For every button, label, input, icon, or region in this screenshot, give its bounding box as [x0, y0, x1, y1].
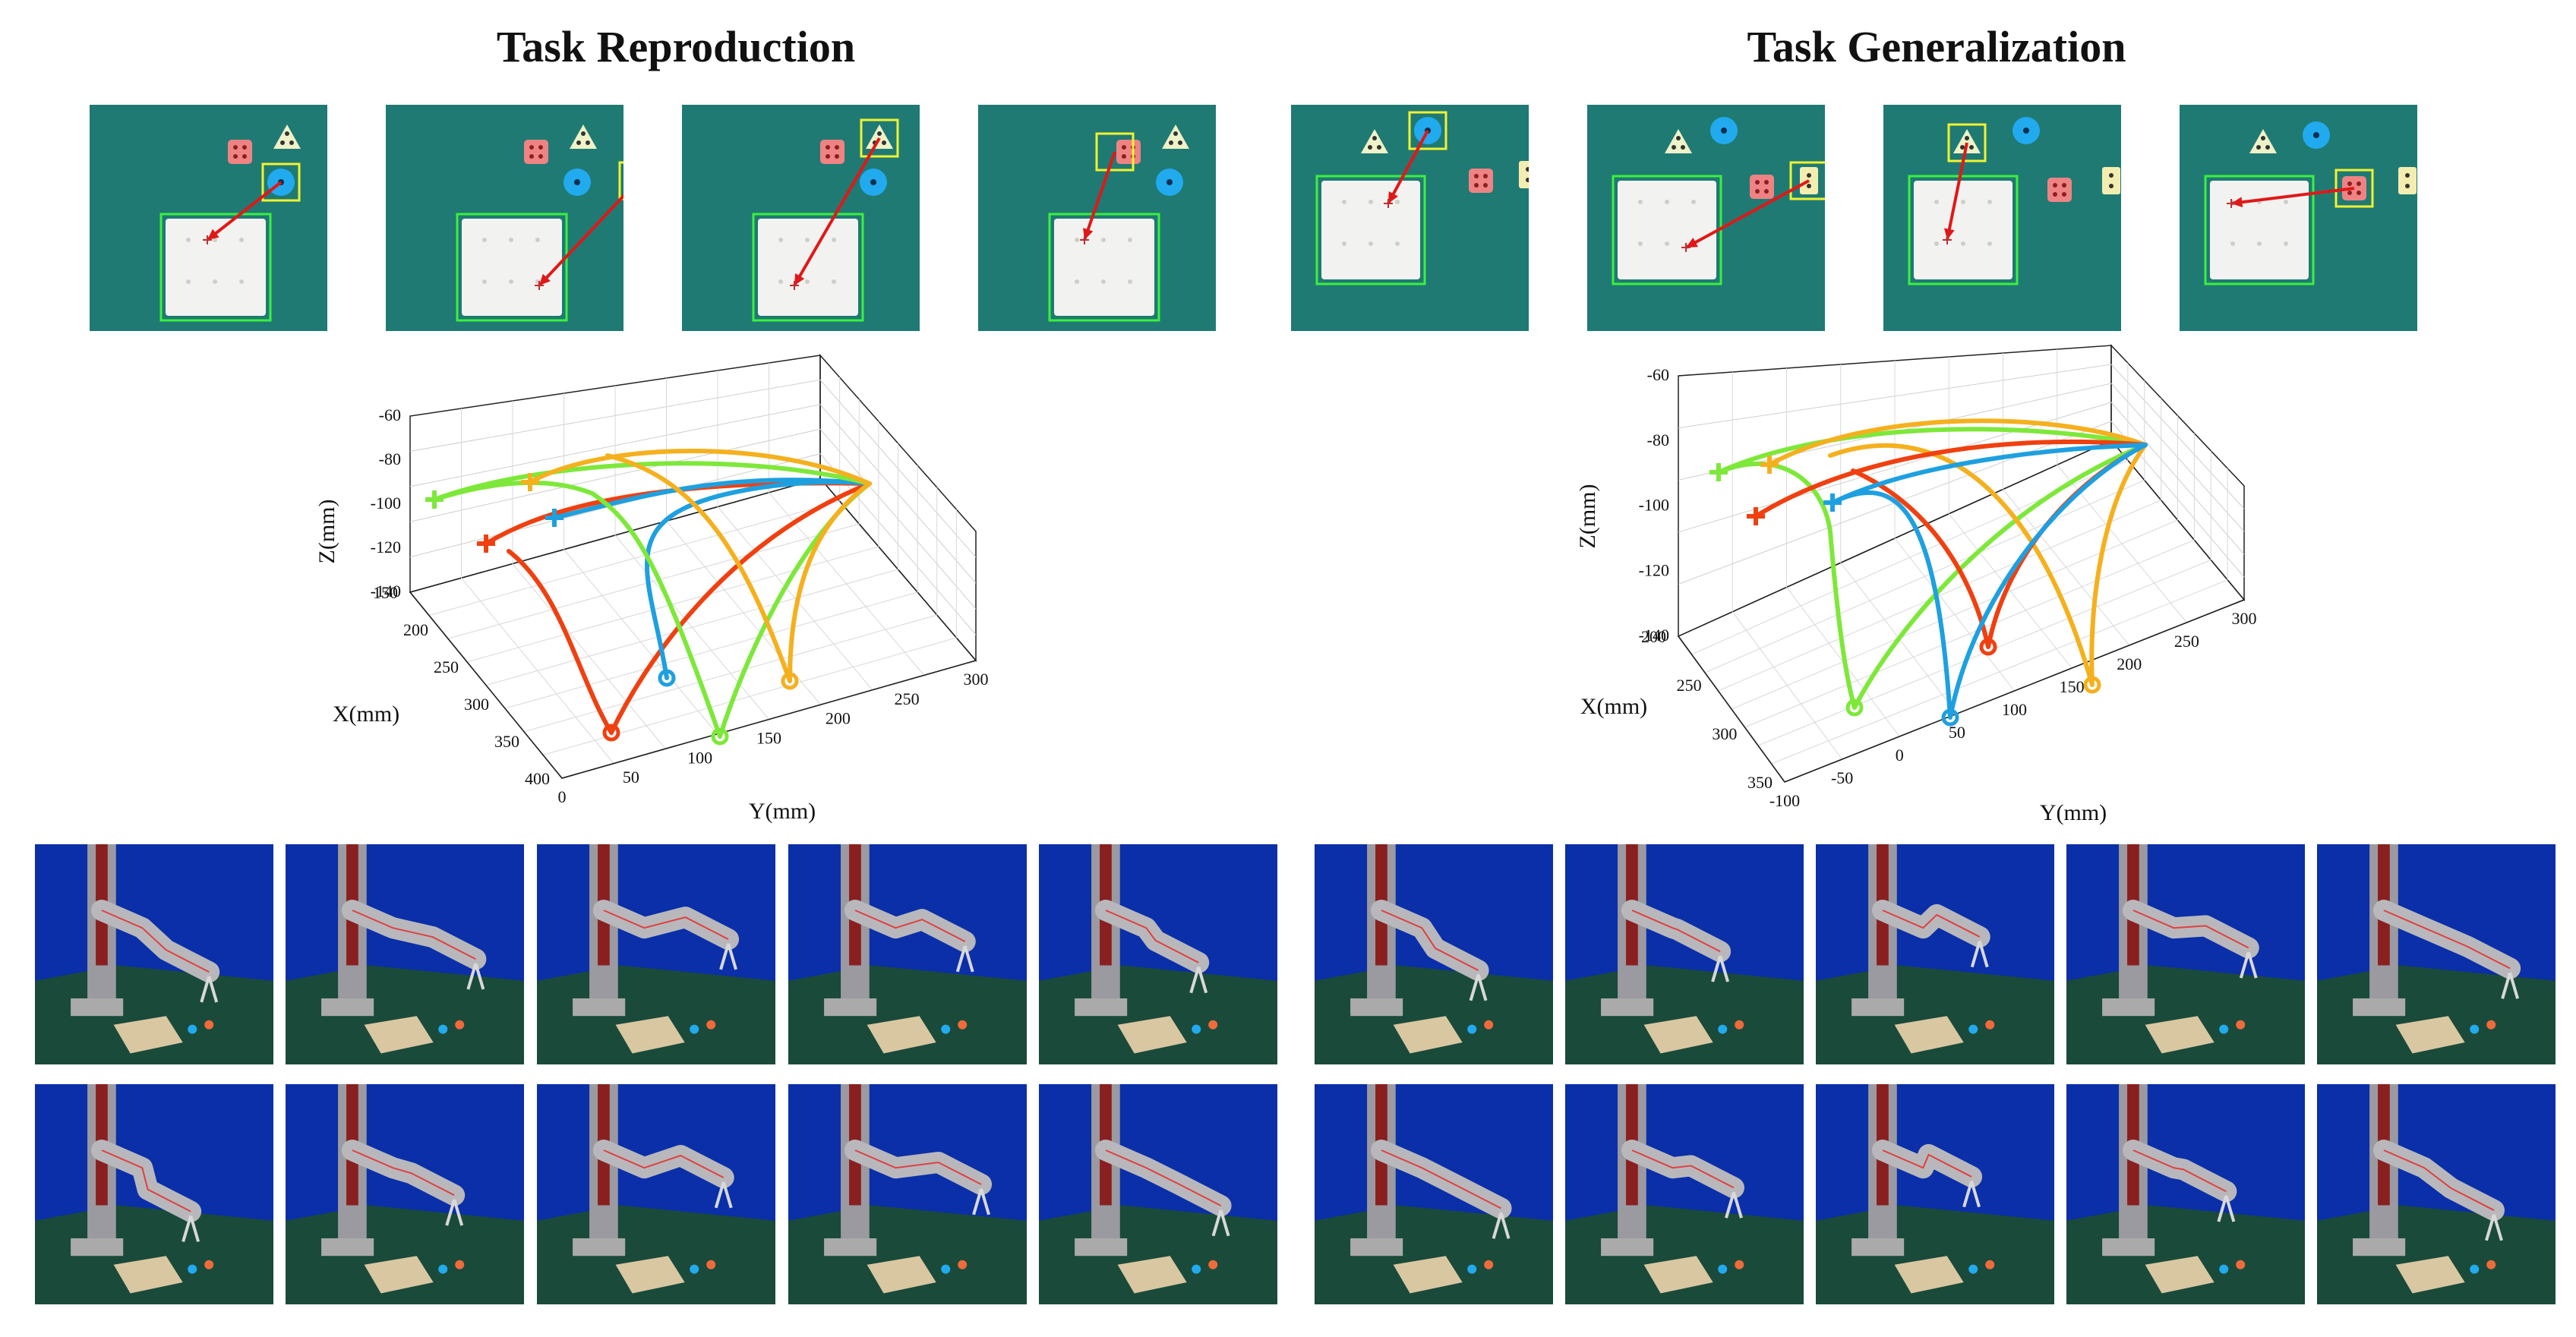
x-tick-label: 300	[1712, 724, 1737, 743]
end-marker	[1941, 708, 1959, 727]
x-tick-label: 350	[494, 732, 519, 751]
start-marker	[1760, 456, 1779, 474]
end-marker	[2083, 676, 2101, 694]
robot-frame	[2066, 844, 2305, 1064]
y-axis-label: Y(mm)	[749, 799, 816, 824]
start-marker	[425, 490, 444, 509]
robot-frame	[2317, 1084, 2555, 1304]
x-tick-label: 200	[1641, 627, 1666, 646]
top-view-frame	[2180, 105, 2417, 331]
start-marker	[1709, 463, 1728, 481]
robot-frame	[1565, 1084, 1804, 1304]
robot-frame	[1315, 844, 1553, 1064]
y-tick-label: 100	[2002, 700, 2027, 719]
robot-frame	[1565, 844, 1804, 1064]
y-tick-label: 200	[826, 709, 851, 728]
title-task-generalization: Task Generalization	[1747, 22, 2126, 71]
top-view-frame	[386, 105, 623, 331]
trajectory-line	[528, 449, 872, 683]
z-tick-label: -80	[379, 449, 401, 468]
x-tick-label: 150	[373, 583, 398, 602]
end-marker	[1845, 698, 1864, 717]
top-view-frame	[1587, 105, 1825, 331]
x-tick-label: 250	[1677, 676, 1702, 695]
end-marker	[1979, 638, 1997, 656]
end-marker	[781, 672, 799, 690]
y-tick-label: 50	[1949, 723, 1965, 742]
start-marker	[1823, 493, 1842, 512]
x-axis-label: X(mm)	[333, 702, 399, 727]
start-marker	[521, 473, 539, 491]
z-axis-label: Z(mm)	[314, 500, 339, 564]
robot-frame	[1816, 1084, 2054, 1304]
z-tick-label: -120	[1639, 560, 1669, 579]
x-tick-label: 300	[464, 695, 489, 714]
z-tick-label: -60	[1647, 365, 1669, 384]
y-tick-label: 250	[895, 689, 920, 708]
y-tick-label: -50	[1831, 768, 1853, 787]
robot-frame	[35, 844, 273, 1064]
robot-frame	[286, 1084, 524, 1304]
x-axis-label: X(mm)	[1580, 694, 1647, 719]
x-tick-label: 200	[403, 620, 428, 639]
y-tick-label: 300	[2232, 609, 2257, 628]
y-tick-label: -100	[1769, 791, 1800, 810]
end-marker	[658, 669, 676, 687]
y-tick-label: 200	[2117, 654, 2142, 673]
top-view-frame	[682, 105, 920, 331]
robot-frame	[1039, 844, 1277, 1064]
x-tick-label: 400	[525, 769, 550, 788]
y-tick-label: 0	[558, 787, 567, 806]
robot-frame	[537, 844, 775, 1064]
y-tick-label: 150	[756, 729, 781, 748]
end-marker	[711, 727, 729, 746]
robot-frame	[537, 1084, 775, 1304]
x-tick-label: 250	[434, 657, 459, 676]
title-task-reproduction: Task Reproduction	[496, 22, 856, 71]
z-tick-label: -100	[1639, 496, 1669, 515]
z-axis-label: Z(mm)	[1580, 484, 1600, 549]
z-tick-label: -100	[371, 493, 401, 512]
robot-frame	[35, 1084, 273, 1304]
z-tick-label: -60	[379, 405, 401, 424]
z-tick-label: -140	[1639, 626, 1669, 645]
robot-frame	[2317, 844, 2555, 1064]
y-tick-label: 250	[2174, 632, 2199, 651]
start-marker	[477, 534, 495, 553]
end-marker	[602, 724, 620, 742]
y-tick-label: 100	[687, 748, 712, 767]
trajectory-line	[484, 481, 872, 735]
start-marker	[1747, 507, 1765, 525]
y-tick-label: 0	[1896, 746, 1904, 765]
y-tick-label: 300	[964, 670, 989, 689]
top-view-frame	[1883, 105, 2121, 331]
robot-frame	[286, 844, 524, 1064]
trajectory-line	[1767, 418, 2148, 687]
y-tick-label: 150	[2060, 677, 2085, 696]
z-tick-label: -140	[371, 582, 401, 601]
x-tick-label: 350	[1747, 773, 1773, 792]
top-view-frame	[978, 105, 1216, 331]
robot-frame	[1816, 844, 2054, 1064]
robot-frame	[1039, 1084, 1277, 1304]
top-view-frame	[90, 105, 327, 331]
start-marker	[545, 509, 564, 527]
robot-frame	[788, 1084, 1027, 1304]
z-tick-label: -80	[1647, 430, 1669, 449]
z-tick-label: -120	[371, 538, 401, 557]
y-axis-label: Y(mm)	[2040, 800, 2107, 825]
robot-frame	[2066, 1084, 2305, 1304]
robot-frame	[788, 844, 1027, 1064]
y-tick-label: 50	[623, 768, 639, 787]
trajectory-line	[552, 478, 872, 680]
trajectory-line	[1830, 443, 2148, 720]
top-view-frame	[1291, 105, 1529, 331]
robot-frame	[1315, 1084, 1553, 1304]
